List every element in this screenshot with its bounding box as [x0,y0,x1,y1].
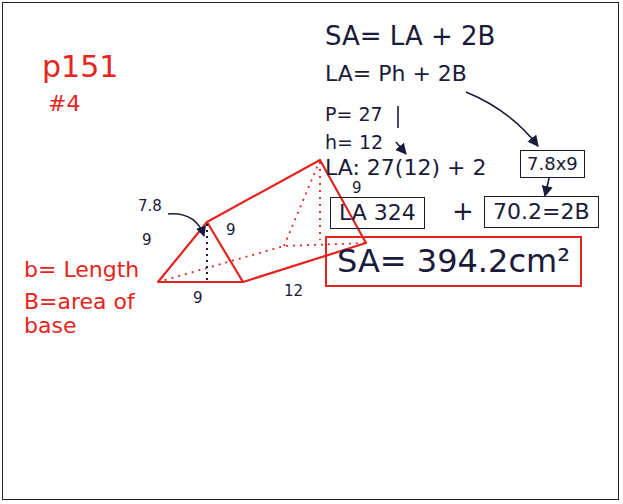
formula: SA= LA + 2B [325,22,495,51]
substitution-arrow [396,142,406,154]
formula: LA= Ph + 2B [325,62,467,86]
node-text: 70.2=2B [493,200,590,224]
node-text: SA= 394.2cm² [337,244,570,279]
connector-arrow [545,178,549,196]
formula: LA: 27(12) + 2 [325,156,486,180]
height-line [206,224,208,281]
bracket-mark [397,106,399,128]
dimension-label: 9 [226,222,236,239]
result-box: LA 324 [330,197,425,229]
dimension-label: 12 [284,283,303,300]
page-number: p151 [42,50,118,83]
dimension-label: 9 [352,180,362,197]
definition-note: B=area of base [24,290,144,338]
node-text: 7.8x9 [527,154,578,174]
node-text: LA 324 [339,201,416,225]
substitution-arrow [466,92,538,146]
leader-line [168,214,204,236]
given-value: h= 12 [325,132,383,153]
boxed-expression: 7.8x9 [520,150,585,178]
dimension-label: 9 [193,290,203,307]
operator: + [452,197,474,226]
answer-box: SA= 394.2cm² [325,236,582,287]
definition-note: b= Length [24,258,139,282]
result-box: 70.2=2B [484,196,599,228]
problem-number: #4 [48,92,80,116]
dimension-label: 9 [142,232,152,249]
dimension-label: 7.8 [138,198,162,215]
given-value: P= 27 [325,104,383,125]
